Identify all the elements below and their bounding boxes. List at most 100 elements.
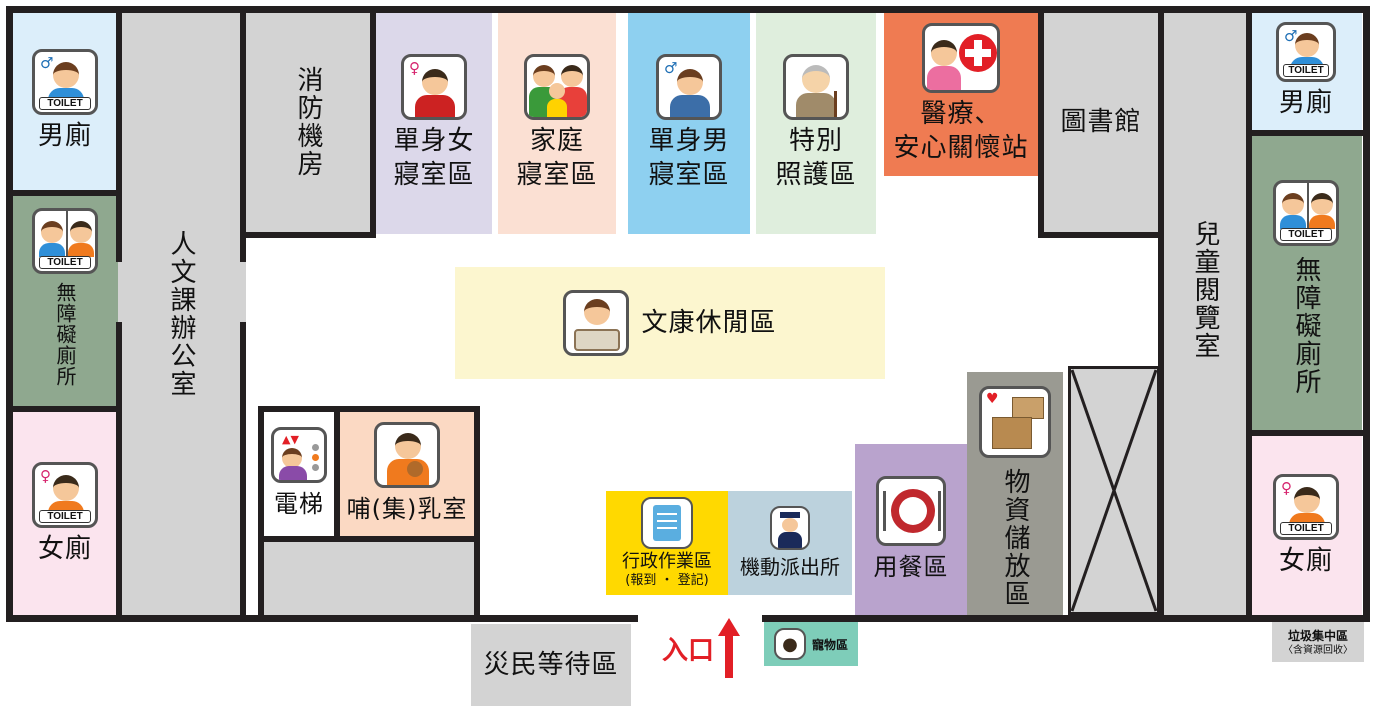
- room-label: 垃圾集中區: [1287, 628, 1348, 643]
- toilet-tag: TOILET: [39, 97, 91, 110]
- corridor-opening: [240, 262, 246, 322]
- plate-icon: [876, 475, 946, 546]
- female-toilet-right[interactable]: ♀ TOILET 女廁: [1250, 436, 1362, 615]
- wall: [116, 6, 122, 262]
- room-label-line2: 寢室區: [516, 160, 598, 190]
- toilet-tag: TOILET: [1280, 228, 1332, 241]
- wall: [240, 322, 246, 622]
- special-care-area[interactable]: 特別 照護區: [756, 12, 876, 234]
- leisure-area[interactable]: 文康休閒區: [455, 267, 885, 379]
- garbage-collection-area[interactable]: 垃圾集中區 〈含資源回收〉: [1272, 622, 1364, 662]
- wall: [370, 6, 376, 238]
- clipboard-icon: [641, 497, 693, 549]
- wall: [258, 406, 264, 622]
- wall: [1038, 6, 1044, 238]
- room-label: 無障礙廁所: [1291, 256, 1321, 396]
- girl-icon: ♀: [401, 54, 467, 120]
- humanities-office[interactable]: 人文課辦公室: [122, 12, 240, 615]
- room-label: 男廁: [37, 121, 92, 151]
- boy-icon: ♂ TOILET: [32, 49, 98, 115]
- room-label: 文康休閒區: [641, 308, 777, 338]
- wall: [334, 406, 340, 542]
- room-label: 寵物區: [811, 637, 848, 652]
- room-label: 女廁: [37, 533, 92, 564]
- single-female-dorm[interactable]: ♀ 單身女 寢室區: [376, 12, 492, 234]
- reader-icon: [563, 290, 630, 356]
- family-icon: [524, 54, 590, 120]
- toilet-tag: TOILET: [1280, 521, 1332, 535]
- admin-area[interactable]: 行政作業區 (報到 ・ 登記): [606, 491, 728, 595]
- family-dorm[interactable]: 家庭 寢室區: [498, 12, 616, 234]
- girl-icon: ♀ TOILET: [1273, 473, 1339, 540]
- female-symbol: ♀: [40, 466, 51, 485]
- outer-wall-right: [1363, 6, 1370, 622]
- police-icon: [770, 506, 810, 550]
- room-label-line1: 醫療、: [920, 99, 1002, 129]
- room-label: 物資儲放區: [1000, 468, 1030, 608]
- mother-baby-icon: [374, 422, 440, 488]
- room-label-line1: 家庭: [529, 126, 584, 156]
- evacuee-waiting-area[interactable]: 災民等待區: [471, 624, 631, 706]
- room-label-line1: 單身女: [393, 126, 475, 156]
- wall: [258, 536, 480, 542]
- room-label: 無障礙廁所: [53, 282, 77, 387]
- supplies-storage[interactable]: ♥ 物資儲放區: [967, 372, 1063, 615]
- room-label: 機動派出所: [740, 555, 840, 579]
- elevator[interactable]: ▲▼ 電梯: [264, 412, 334, 536]
- outer-wall-bottom-right: [762, 615, 1370, 622]
- mobile-police-station[interactable]: 機動派出所: [728, 491, 852, 595]
- wall: [474, 406, 480, 622]
- male-symbol: ♂: [664, 59, 678, 77]
- room-label-line2: 安心關懷站: [893, 133, 1029, 163]
- corridor-opening: [118, 262, 122, 322]
- room-label-line2: 寢室區: [393, 160, 475, 190]
- room-label: 女廁: [1278, 545, 1333, 576]
- room-sublabel: 〈含資源回收〉: [1283, 644, 1353, 656]
- male-toilet-right[interactable]: ♂ TOILET 男廁: [1250, 12, 1362, 130]
- room-label: 人文課辦公室: [166, 229, 196, 398]
- room-sublabel: (報到 ・ 登記): [625, 573, 709, 588]
- room-label: 兒童閱覽室: [1190, 220, 1220, 360]
- room-label-line1: 特別: [788, 126, 843, 156]
- wall: [1246, 130, 1366, 136]
- storage-block: [264, 542, 474, 615]
- single-male-dorm[interactable]: ♂ 單身男 寢室區: [628, 12, 750, 234]
- female-symbol: ♀: [409, 59, 420, 77]
- room-label: 哺(集)乳室: [346, 495, 468, 523]
- accessible-toilet-right[interactable]: TOILET 無障礙廁所: [1250, 136, 1362, 430]
- entrance-label: 入口: [662, 635, 715, 666]
- boy-girl-icon: TOILET: [32, 208, 98, 274]
- medical-care-station[interactable]: 醫療、 安心關懷站: [884, 12, 1038, 176]
- female-toilet-left[interactable]: ♀ TOILET 女廁: [12, 412, 118, 615]
- nursing-room[interactable]: 哺(集)乳室: [340, 412, 474, 536]
- accessible-toilet-left[interactable]: TOILET 無障礙廁所: [12, 196, 118, 406]
- outer-wall-left: [6, 6, 13, 622]
- wall: [1246, 430, 1366, 436]
- pet-area[interactable]: ● 寵物區: [764, 622, 858, 666]
- male-toilet-left[interactable]: ♂ TOILET 男廁: [12, 12, 118, 190]
- girl-icon: ♀ TOILET: [32, 461, 98, 528]
- wall: [1246, 6, 1252, 622]
- elevator-icon: ▲▼: [271, 427, 327, 483]
- room-label: 消防機房: [293, 66, 323, 178]
- boxes-icon: ♥: [979, 386, 1051, 458]
- wall: [1158, 6, 1164, 622]
- dining-area[interactable]: 用餐區: [855, 444, 967, 615]
- children-reading-room[interactable]: 兒童閱覽室: [1164, 12, 1246, 615]
- wall: [258, 406, 480, 412]
- outer-wall-bottom-left: [6, 615, 638, 622]
- wall: [240, 232, 376, 238]
- toilet-tag: TOILET: [39, 509, 91, 523]
- room-label-line2: 寢室區: [648, 160, 730, 190]
- up-arrow-icon: [718, 618, 741, 678]
- boy-icon: ♂: [656, 54, 722, 120]
- boy-icon: ♂ TOILET: [1276, 22, 1336, 82]
- fire-control-room[interactable]: 消防機房: [246, 12, 370, 232]
- room-label: 男廁: [1278, 88, 1333, 118]
- toilet-tag: TOILET: [1283, 64, 1329, 77]
- library[interactable]: 圖書館: [1044, 12, 1158, 232]
- void-block: [1068, 366, 1160, 615]
- female-symbol: ♀: [1281, 478, 1292, 497]
- room-label: 圖書館: [1060, 107, 1142, 137]
- entrance-marker[interactable]: 入口: [662, 618, 752, 678]
